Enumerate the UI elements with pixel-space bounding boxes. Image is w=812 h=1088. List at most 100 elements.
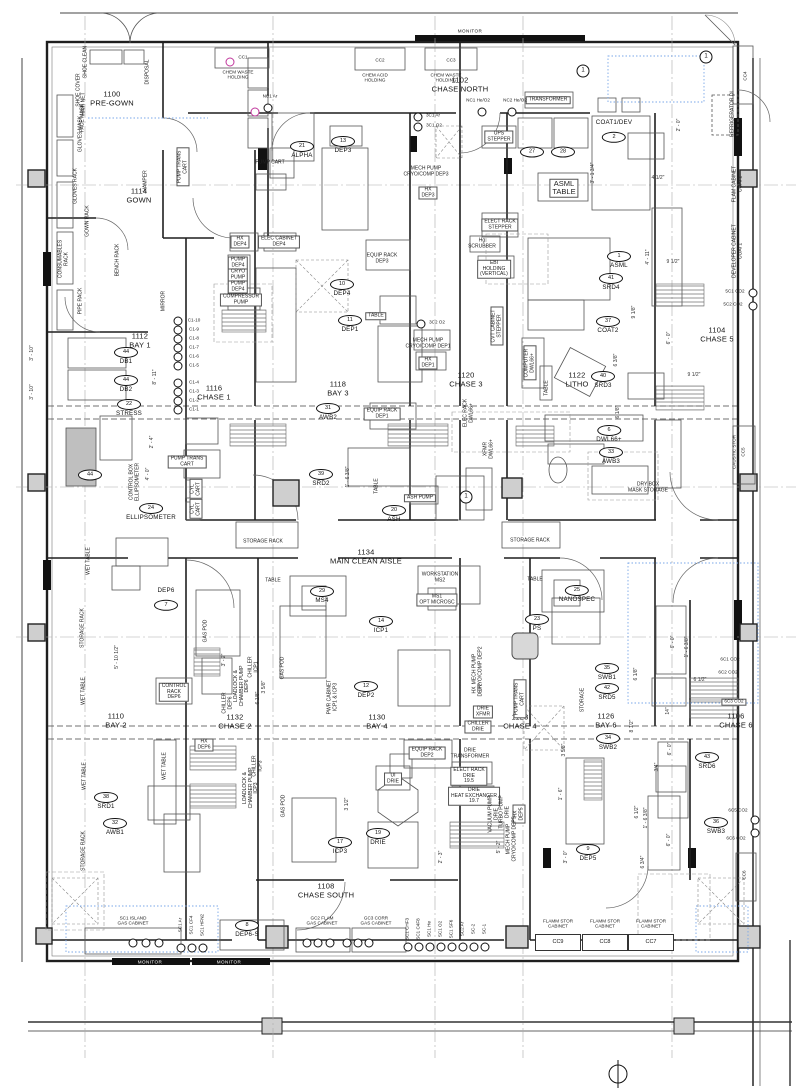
equipment-label: CYL CART <box>189 479 203 499</box>
gas-cabinet-label: SC1 ISLAND GAS CABINET <box>117 915 149 925</box>
equipment-label: BENCH RACK <box>114 243 121 277</box>
equipment-label: XFMR DWL66+ <box>482 439 495 459</box>
equipment-label: GAS POD <box>279 656 286 680</box>
gas-port-label: SC1 CHF3 <box>404 917 410 941</box>
tag-name: MS4 <box>315 596 329 604</box>
room-number: 1116 <box>205 383 223 393</box>
room-name: CHASE 1 <box>197 392 231 401</box>
dimension-label: 1' - 6 3/8" <box>345 466 351 488</box>
dimension-label: 3/4" <box>654 762 660 772</box>
tag-name: AWB2 <box>318 413 338 421</box>
tag-name: DEP5 <box>579 854 597 862</box>
tag-name: COAT1/DEV <box>595 118 633 126</box>
gas-port-label: C1-6 <box>189 353 199 359</box>
cabinet-box: CC7 <box>628 934 674 951</box>
equipment-label: CYL CART <box>189 499 203 519</box>
gas-port-label: C1-5 <box>189 362 199 368</box>
equipment-label: MS1 OPT MICROSC <box>416 593 458 607</box>
dimension-label: 5' - 2" <box>496 840 502 854</box>
equipment-label: TABLE <box>373 478 380 494</box>
gas-port-label: C1-4 <box>189 379 199 385</box>
gas-cabinet-port <box>364 938 374 948</box>
cabinet-id: CC5 <box>740 447 746 457</box>
tag-number: 34 <box>596 732 620 744</box>
equipment-tag: 44 <box>78 469 102 481</box>
gas-port-label: SC1 CF4 <box>188 915 194 935</box>
room-number: 1130 <box>368 712 386 722</box>
gas-port-label: 3C2 O2 <box>429 319 445 325</box>
tag-name: SRD5 <box>598 693 616 701</box>
dimension-label: 6 1/8" <box>255 691 261 705</box>
dimension-label: 6 1/8" <box>615 405 621 419</box>
equipment-label: DRIE TRANSFORMER <box>450 747 490 759</box>
tag-number: 19 <box>366 827 390 839</box>
equipment-label: CHILLER ICP1 <box>247 656 260 678</box>
gas-port-label: SC1 O2 <box>437 920 443 938</box>
equipment-label: PUMP DEP4 <box>227 280 249 294</box>
gas-port-circle <box>447 942 457 952</box>
dimension-label: 5' - 10 1/2" <box>114 645 120 669</box>
gas-port-circle <box>469 942 479 952</box>
tag-number: 25 <box>564 584 589 596</box>
tag-name: STRESS <box>116 409 142 417</box>
room-name: BAY 1 <box>129 340 151 349</box>
dimension-label: 3 1/2" <box>344 797 350 811</box>
gas-port-label: SC-1 <box>481 923 487 935</box>
dimension-label: 3' - 10" <box>29 345 35 361</box>
room-name: MAIN CLEAN AISLE <box>330 556 402 565</box>
cabinet-sublabel: CHEM ACID HOLDING <box>362 72 388 82</box>
equipment-label: COMPUTER DWL66+ <box>523 345 537 381</box>
tag-number: 42 <box>595 682 619 694</box>
tag-number: 11 <box>338 314 362 326</box>
gas-port-label: 6C2 CO2 <box>718 669 738 675</box>
tag-number: 35 <box>595 662 619 674</box>
equipment-label: HX DEP6 <box>194 738 214 752</box>
gas-port-circle <box>403 942 413 952</box>
gas-port-label: 6C1 CO2 <box>720 656 740 662</box>
tag-name: ICP3 <box>332 847 348 855</box>
gas-port-circle <box>173 352 183 362</box>
equipment-label: CONTROL RACK DEP6 <box>158 682 190 702</box>
tag-name: SWB2 <box>598 743 618 751</box>
equipment-label: LOADLOCK & CHAMBER PUMP ICP3 <box>241 767 259 809</box>
cabinet-box: CC8 <box>582 934 628 951</box>
equipment-label: ELEC RACK DWL66+ <box>462 398 475 428</box>
equipment-label: DRY BOX MASK STORAGE <box>628 481 668 493</box>
tag-number: 44 <box>114 374 138 386</box>
equipment-label: EQUIP RACK DEP3 <box>366 252 398 264</box>
room-name: CHASE 4 <box>503 721 537 730</box>
equipment-label: PUMP TRANS CART <box>513 679 527 719</box>
equipment-label: ASH PUMP <box>403 494 437 502</box>
equipment-label: GLOVES MASK <box>77 115 84 153</box>
dimension-label: 8' - 11" <box>152 369 158 385</box>
equipment-label: STORAGE RACK <box>79 608 86 648</box>
gas-port-label: SC2 Ar <box>459 921 465 937</box>
gas-port-label: NC1 Ar <box>262 93 278 99</box>
equipment-label: ASML TABLE <box>549 178 579 198</box>
grid-bubble: 1 <box>576 64 590 78</box>
gas-cabinet-port <box>154 938 164 948</box>
equipment-label: WET TABLE <box>161 752 168 780</box>
tag-number: 12 <box>354 680 378 692</box>
tag-name: AWB3 <box>601 457 621 465</box>
dimension-label: 6 3/4" <box>640 855 646 869</box>
